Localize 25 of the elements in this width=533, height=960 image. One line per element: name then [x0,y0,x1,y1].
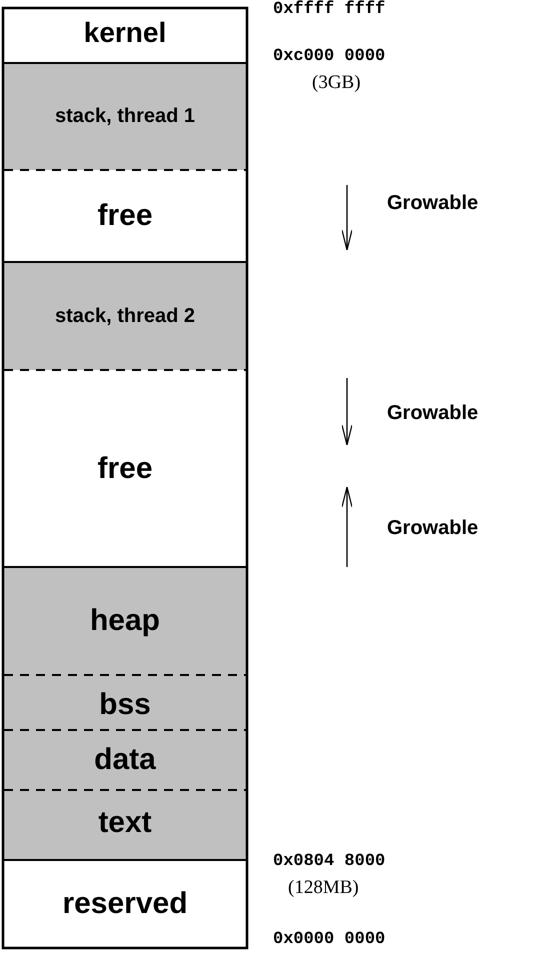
segment-label: reserved [62,887,188,921]
segment-label: kernel [84,16,166,48]
address-label: 0xc000 0000 [273,47,386,66]
segment-label: free [97,199,153,233]
memory-segment-shaded [4,675,246,730]
memory-segment-shaded [4,790,246,860]
size-note: (128MB) [288,877,359,899]
address-label: 0x0000 0000 [273,930,386,949]
address-label: 0xffff ffff [273,0,386,19]
growth-label: Growable [387,192,478,215]
memory-segment-shaded [4,262,246,370]
segment-label: bss [99,688,151,722]
segment-label: data [94,743,156,777]
segment-label: text [98,806,152,840]
memory-segment-shaded [4,63,246,170]
segment-label: heap [90,604,160,638]
segment-label: stack, thread 1 [54,105,196,128]
growth-label: Growable [387,402,478,425]
address-label: 0x0804 8000 [273,852,386,871]
size-note: (3GB) [312,72,361,94]
segment-label: stack, thread 2 [54,304,196,328]
growth-label: Growable [387,517,478,540]
memory-segment-shaded [4,567,246,675]
memory-segment-shaded [4,730,246,790]
segment-label: free [97,452,153,486]
